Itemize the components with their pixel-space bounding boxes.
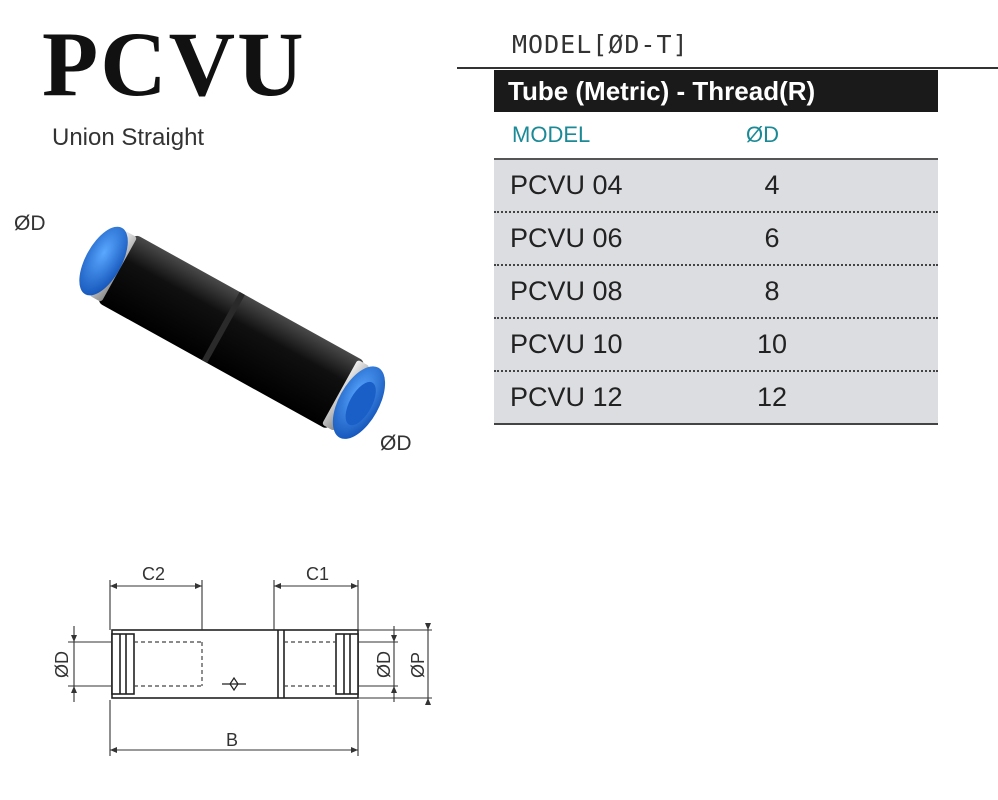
fitting-photo	[79, 226, 386, 439]
column-header-row: MODEL ØD	[494, 112, 938, 160]
dim-c1: C1	[306, 564, 329, 584]
row-model: PCVU 12	[510, 382, 623, 412]
column-header-model: MODEL	[512, 122, 591, 147]
dim-b: B	[226, 730, 238, 750]
row-od: 4	[764, 170, 780, 200]
row-od: 12	[756, 382, 788, 412]
technical-drawing: C2 C1 B ØD ØD ØP	[52, 564, 432, 756]
table-row: PCVU 12 12	[494, 372, 938, 425]
row-model: PCVU 04	[510, 170, 623, 200]
spec-table: Tube (Metric) - Thread(R) MODEL ØD PCVU …	[494, 70, 938, 425]
dim-od-right: ØD	[374, 651, 394, 678]
dim-od-left: ØD	[52, 651, 72, 678]
table-row: PCVU 10 10	[494, 319, 938, 372]
product-subtitle: Union Straight	[52, 124, 205, 151]
table-row: PCVU 04 4	[494, 160, 938, 213]
model-spec-label: MODEL[ØD-T]	[512, 30, 689, 59]
fitting-body	[99, 235, 364, 428]
dim-c2: C2	[142, 564, 165, 584]
top-divider	[457, 67, 998, 69]
row-model: PCVU 08	[510, 276, 623, 306]
row-model: PCVU 10	[510, 329, 623, 359]
product-title: PCVU	[42, 13, 306, 115]
dim-op: ØP	[408, 652, 428, 678]
row-od: 6	[764, 223, 780, 253]
photo-label-right-od: ØD	[380, 432, 412, 455]
fitting-left-cap	[79, 226, 128, 296]
row-model: PCVU 06	[510, 223, 623, 253]
row-od: 8	[764, 276, 780, 306]
table-header-bar: Tube (Metric) - Thread(R)	[494, 70, 938, 112]
photo-label-left-od: ØD	[14, 212, 46, 235]
table-row: PCVU 08 8	[494, 266, 938, 319]
table-row: PCVU 06 6	[494, 213, 938, 266]
row-od: 10	[756, 329, 788, 359]
column-header-od: ØD	[746, 122, 779, 147]
